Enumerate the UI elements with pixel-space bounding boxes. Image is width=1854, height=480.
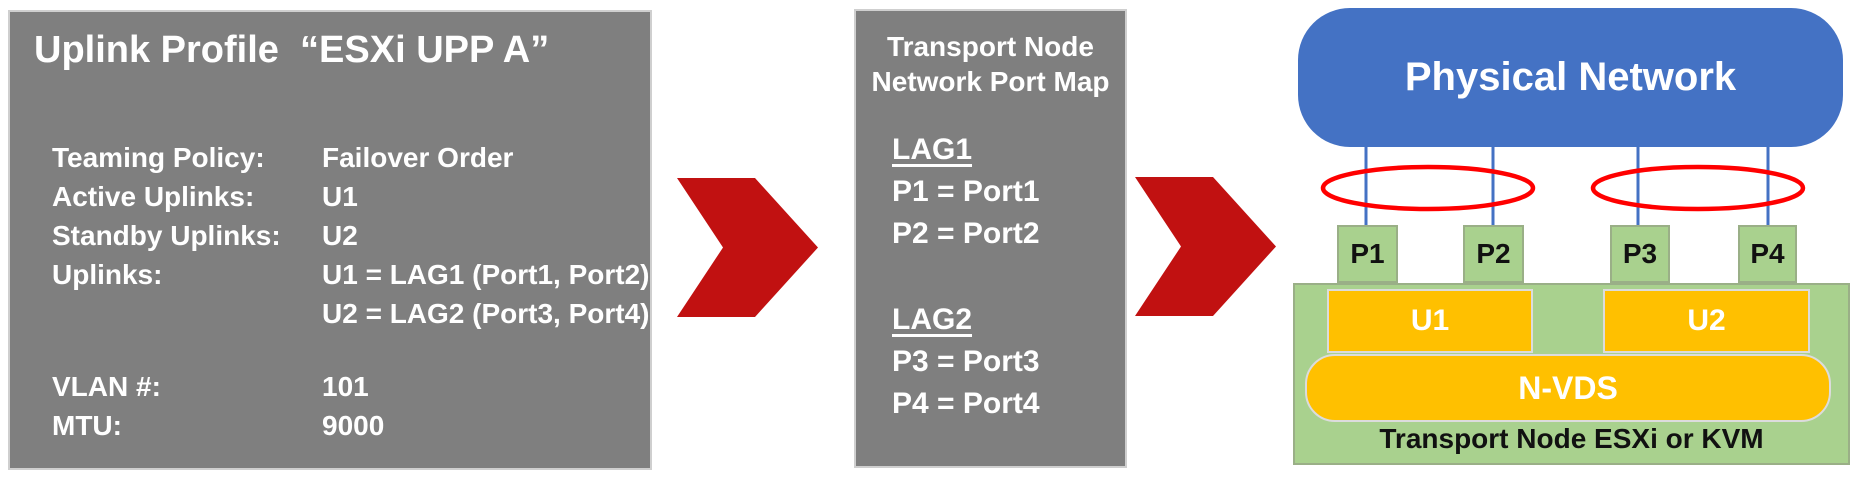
transport-node-container: U1 U2 N-VDS Transport Node ESXi or KVM [1293, 283, 1850, 465]
chevron-right-icon [677, 178, 818, 317]
property-value: U1 [322, 181, 358, 212]
property-value: Failover Order [322, 142, 514, 173]
uplink-profile-properties: Teaming Policy: Failover Order Active Up… [52, 138, 650, 445]
port-box-p1: P1 [1337, 225, 1398, 283]
transport-node-label: Transport Node ESXi or KVM [1379, 423, 1764, 454]
lag2-heading: LAG2 [892, 303, 973, 336]
property-row-vlan: VLAN #: 101 [52, 367, 638, 406]
port-map-title-line1: Transport Node [887, 31, 1094, 62]
property-row-teaming-policy: Teaming Policy: Failover Order [52, 138, 638, 177]
uplink-profile-panel: Uplink Profile “ESXi UPP A” Teaming Poli… [8, 10, 652, 470]
property-label: Uplinks: [52, 259, 163, 290]
lag1-entry-p1: P1 = Port1 [892, 175, 1040, 208]
property-row-active-uplinks: Active Uplinks: U1 [52, 177, 638, 216]
property-value: U1 = LAG1 (Port1, Port2) [322, 259, 650, 290]
port-label: P2 [1476, 238, 1511, 269]
lag-groups: LAG1 P1 = Port1 P2 = Port2 LAG2 P3 = Por… [892, 129, 1040, 425]
lag2-entry-p4: P4 = Port4 [892, 387, 1040, 420]
property-label [52, 294, 322, 333]
property-value: 101 [322, 371, 369, 402]
nvds-box: N-VDS [1305, 354, 1831, 422]
lag1-entry-p2: P2 = Port2 [892, 217, 1040, 250]
property-value: 9000 [322, 410, 385, 441]
property-value: U2 [322, 220, 358, 251]
port-map-panel: Transport Node Network Port Map LAG1 P1 … [854, 9, 1127, 468]
property-label: Teaming Policy: [52, 142, 265, 173]
lag2-group-ellipse [1590, 164, 1806, 212]
port-map-title: Transport Node Network Port Map [856, 29, 1125, 99]
nvds-label: N-VDS [1518, 369, 1618, 406]
property-label: MTU: [52, 410, 122, 441]
physical-network-label: Physical Network [1404, 55, 1737, 99]
property-row-mtu: MTU: 9000 [52, 406, 638, 445]
chevron-right-icon [1135, 177, 1276, 316]
lag1-group-ellipse [1320, 164, 1536, 212]
uplink-box-u1: U1 [1327, 289, 1533, 353]
uplink-label: U2 [1687, 304, 1726, 337]
lag1-heading: LAG1 [892, 133, 973, 166]
property-label: Active Uplinks: [52, 181, 255, 212]
uplink-box-u2: U2 [1603, 289, 1810, 353]
physical-network-node: Physical Network [1298, 8, 1843, 147]
lag2-group: LAG2 P3 = Port3 P4 = Port4 [892, 299, 1040, 425]
property-label: VLAN #: [52, 371, 161, 402]
property-row-uplinks-lag1: Uplinks: U1 = LAG1 (Port1, Port2) [52, 255, 650, 294]
uplink-label: U1 [1410, 304, 1450, 337]
lag1-group: LAG1 P1 = Port1 P2 = Port2 [892, 129, 1040, 255]
port-box-p2: P2 [1463, 225, 1524, 283]
port-label: P4 [1750, 238, 1785, 269]
uplink-profile-title: Uplink Profile “ESXi UPP A” [34, 29, 550, 71]
property-label: Standby Uplinks: [52, 220, 281, 251]
port-box-p4: P4 [1738, 225, 1797, 283]
port-label: P1 [1350, 238, 1385, 269]
port-map-title-line2: Network Port Map [871, 66, 1110, 97]
port-box-p3: P3 [1610, 225, 1670, 283]
port-label: P3 [1622, 238, 1658, 269]
property-row-uplinks-lag2: U2 = LAG2 (Port3, Port4) [52, 294, 650, 333]
lag2-entry-p3: P3 = Port3 [892, 345, 1040, 378]
property-value: U2 = LAG2 (Port3, Port4) [322, 298, 650, 329]
property-row-standby-uplinks: Standby Uplinks: U2 [52, 216, 638, 255]
